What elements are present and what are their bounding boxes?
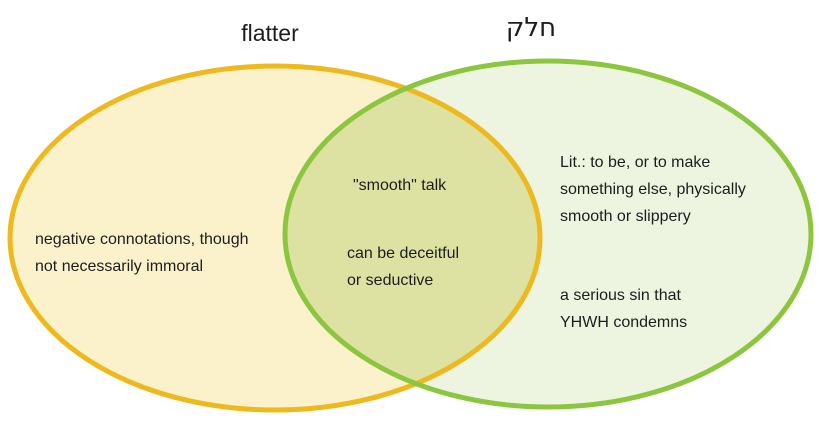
left-ellipse-border [7,63,543,413]
overlap-region [285,66,540,407]
left-set-label-connotations: negative connotations, though not necess… [35,231,249,275]
left-set-title: flatter [241,20,299,46]
overlap-label-deceitful: can be deceitful or seductive [347,245,460,289]
right-set-title: חלק [505,13,557,43]
overlap-label-smooth-talk: "smooth" talk [353,177,447,194]
right-set-label-literal: Lit.: to be, or to make something else, … [560,154,746,225]
right-set-label-sin: a serious sin that YHWH condemns [560,287,688,331]
right-ellipse-border [282,58,814,410]
